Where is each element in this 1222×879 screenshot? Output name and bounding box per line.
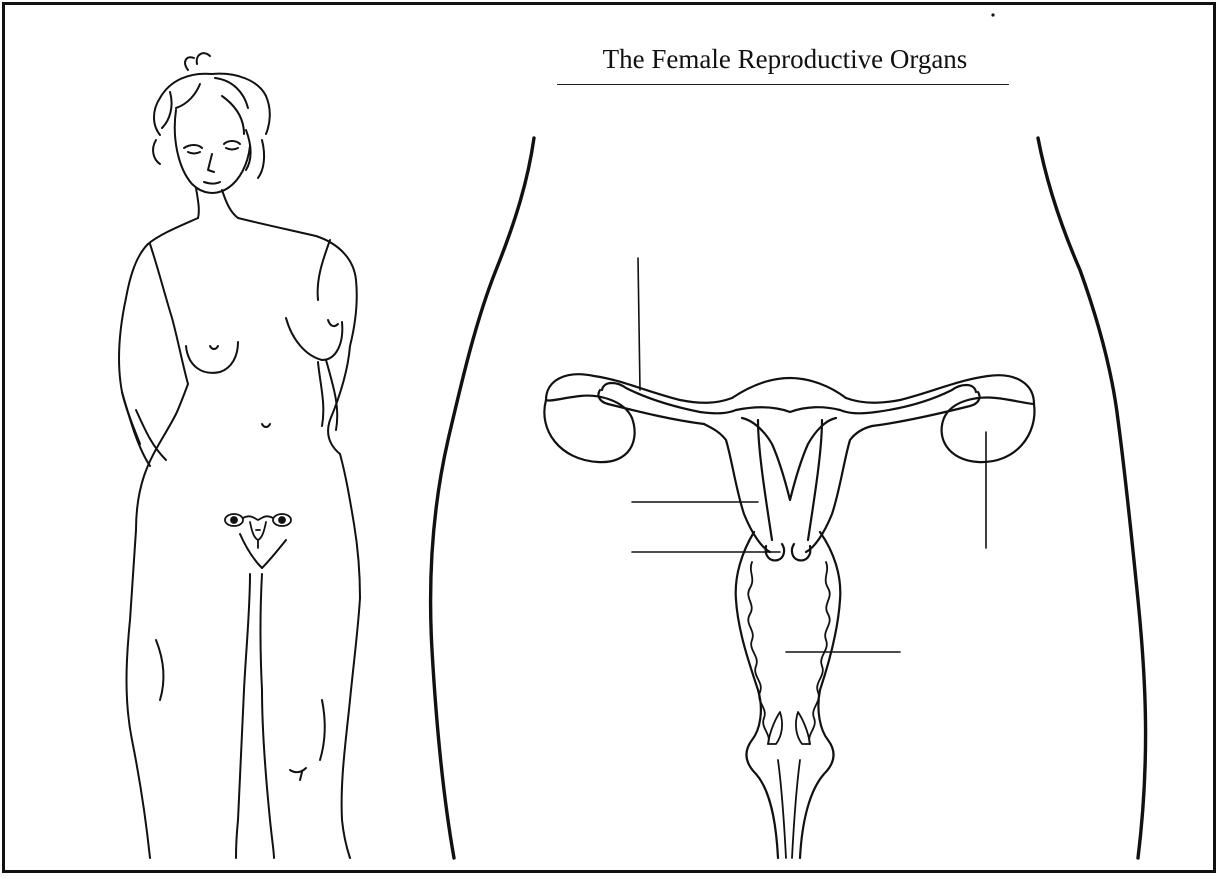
figure-legs bbox=[127, 530, 361, 858]
left-tube-lower bbox=[598, 390, 704, 424]
pelvis-outline bbox=[431, 138, 1146, 858]
vagina-left-fold bbox=[768, 712, 782, 744]
hip-right-curve bbox=[1038, 138, 1146, 858]
vaginal-canal-left bbox=[778, 760, 786, 858]
reproductive-organs bbox=[544, 374, 1034, 858]
leader-lines bbox=[632, 258, 986, 652]
left-fallopian-tube-inner bbox=[602, 383, 736, 413]
uterus-cavity-top bbox=[736, 407, 840, 412]
hip-left-curve bbox=[431, 138, 534, 858]
vagina-right-outer bbox=[800, 532, 840, 858]
figure-uterus-icon bbox=[225, 514, 291, 548]
left-ovary bbox=[544, 396, 634, 462]
stray-dot bbox=[991, 13, 994, 16]
uterus-inner-left bbox=[758, 420, 772, 540]
figure-face bbox=[175, 110, 250, 218]
figure-pelvis-line bbox=[240, 534, 286, 568]
vagina-right-fold bbox=[796, 712, 810, 744]
left-fallopian-tube-outer bbox=[546, 374, 732, 403]
fallopian-tube-pointer bbox=[638, 258, 640, 390]
right-ovary bbox=[942, 398, 1035, 463]
figure-torso bbox=[119, 218, 360, 598]
uterus-inner-right bbox=[808, 420, 822, 540]
female-figure bbox=[119, 53, 360, 858]
uterus-fundus bbox=[732, 378, 846, 398]
vaginal-canal-right bbox=[792, 760, 800, 858]
vagina-left-rugae bbox=[748, 562, 769, 744]
vagina-left-outer bbox=[736, 532, 778, 858]
right-tube-lower bbox=[872, 392, 980, 426]
